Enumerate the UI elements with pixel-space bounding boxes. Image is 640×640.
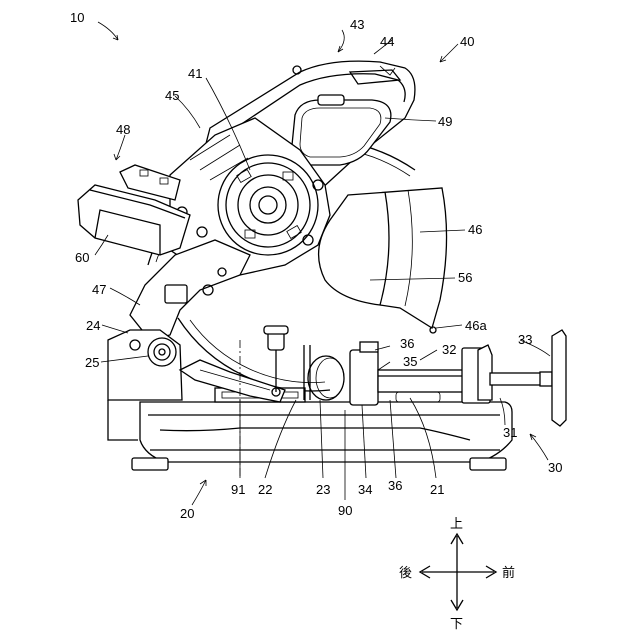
- ref-44: 44: [380, 34, 394, 49]
- ref-32: 32: [442, 342, 456, 357]
- ref-90: 90: [338, 503, 352, 518]
- ref-47: 47: [92, 282, 106, 297]
- arm-housing: [130, 240, 250, 340]
- ref-41: 41: [188, 66, 202, 81]
- ref-34: 34: [358, 482, 372, 497]
- angle-lever: [180, 326, 288, 402]
- ref-36-upper: 36: [400, 336, 414, 351]
- ref-46: 46: [468, 222, 482, 237]
- battery-pack: [78, 165, 190, 255]
- ref-48: 48: [116, 122, 130, 137]
- ref-91: 91: [231, 482, 245, 497]
- direction-front-label: 前: [502, 565, 515, 581]
- ref-40: 40: [460, 34, 474, 49]
- ref-10: 10: [70, 10, 84, 25]
- ref-49: 49: [438, 114, 452, 129]
- ref-36-lower: 36: [388, 478, 402, 493]
- ref-60: 60: [75, 250, 89, 265]
- direction-down-label: 下: [450, 617, 463, 632]
- ref-23: 23: [316, 482, 330, 497]
- ref-33: 33: [518, 332, 532, 347]
- spring: [304, 345, 344, 400]
- ref-21: 21: [430, 482, 444, 497]
- ref-25: 25: [85, 355, 99, 370]
- direction-back-label: 後: [399, 566, 412, 581]
- ref-31: 31: [503, 425, 517, 440]
- ref-22: 22: [258, 482, 272, 497]
- direction-compass: 上 下 後 前: [399, 517, 515, 632]
- ref-46a: 46a: [465, 318, 487, 333]
- ref-20: 20: [180, 506, 194, 521]
- ref-56: 56: [458, 270, 472, 285]
- ref-43: 43: [350, 17, 364, 32]
- blade-guard: [319, 188, 447, 333]
- ref-35: 35: [403, 354, 417, 369]
- ref-30: 30: [548, 460, 562, 475]
- ref-24: 24: [86, 318, 100, 333]
- ref-45: 45: [165, 88, 179, 103]
- direction-up-label: 上: [450, 517, 463, 532]
